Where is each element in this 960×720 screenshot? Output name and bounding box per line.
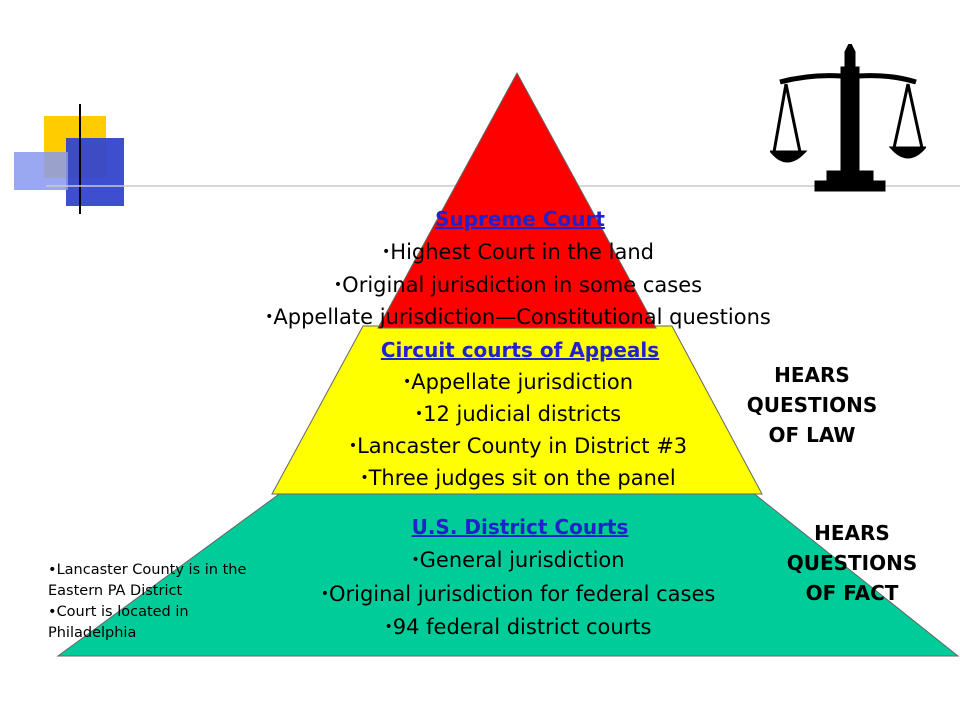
district-bullet-1: General jurisdiction [0,548,960,572]
scales-of-justice-icon [770,44,926,192]
district-bullet-2: Original jurisdiction for federal cases [0,582,960,606]
fact-label-line-2: QUESTIONS [786,551,918,575]
supreme-court-title: Supreme Court [435,207,605,231]
supreme-bullet-2: Original jurisdiction in some cases [0,273,960,297]
hears-questions-of-law-label: HEARS QUESTIONS OF LAW [722,360,902,450]
lancaster-note: Lancaster County is in the Eastern PA Di… [48,560,278,644]
hears-questions-of-fact-label: HEARS QUESTIONS OF FACT [762,518,942,608]
fact-label-line-1: HEARS [814,521,890,545]
law-label-line-1: HEARS [774,363,850,387]
fact-label-line-3: OF FACT [805,581,899,605]
supreme-bullet-1: Highest Court in the land [0,240,960,264]
note-item-1: Lancaster County is in the Eastern PA Di… [48,560,278,602]
law-label-line-3: OF LAW [768,423,856,447]
decorative-squares [14,104,960,214]
circuit-bullet-3: Lancaster County in District #3 [0,434,960,458]
note-item-2: Court is located in Philadelphia [48,602,278,644]
circuit-bullet-1: Appellate jurisdiction [0,370,960,394]
district-courts-title: U.S. District Courts [411,515,629,539]
circuit-bullet-4: Three judges sit on the panel [0,466,960,490]
district-bullet-3: 94 federal district courts [0,615,960,639]
circuit-courts-title: Circuit courts of Appeals [380,338,660,362]
circuit-bullet-2: 12 judicial districts [0,402,960,426]
supreme-bullet-3: Appellate jurisdiction—Constitutional qu… [0,305,960,329]
law-label-line-2: QUESTIONS [746,393,878,417]
